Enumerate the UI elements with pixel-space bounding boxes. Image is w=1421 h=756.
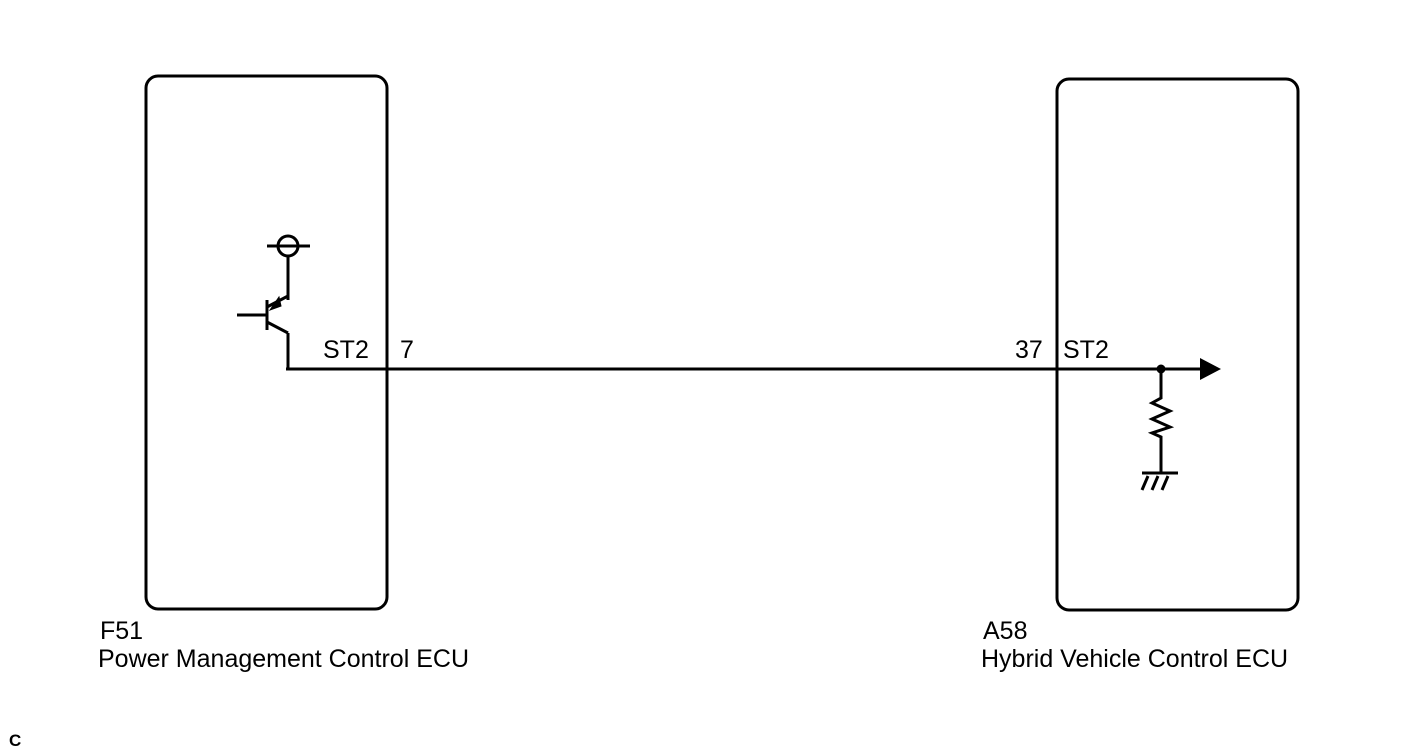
component-code-right: A58	[983, 617, 1028, 645]
transistor-icon	[237, 294, 290, 370]
signal-arrow-icon	[1200, 358, 1221, 380]
transistor-arrow-icon	[268, 295, 282, 312]
terminal-signal-label-left: ST2	[323, 336, 369, 364]
component-code-left: F51	[100, 617, 144, 645]
corner-reference-mark: C	[9, 731, 22, 750]
power-source-icon	[267, 234, 310, 300]
ground-icon	[1140, 471, 1178, 491]
terminal-signal-label-right: ST2	[1063, 336, 1109, 364]
terminal-pin-label-left: 7	[400, 336, 414, 364]
resistor-icon	[1147, 369, 1175, 473]
component-name-left: Power Management Control ECU	[98, 645, 469, 673]
component-name-right: Hybrid Vehicle Control ECU	[981, 645, 1289, 673]
ecu-box-power-management	[144, 74, 389, 611]
terminal-pin-label-right: 37	[1015, 336, 1043, 364]
ecu-box-hybrid-vehicle	[1055, 77, 1300, 612]
